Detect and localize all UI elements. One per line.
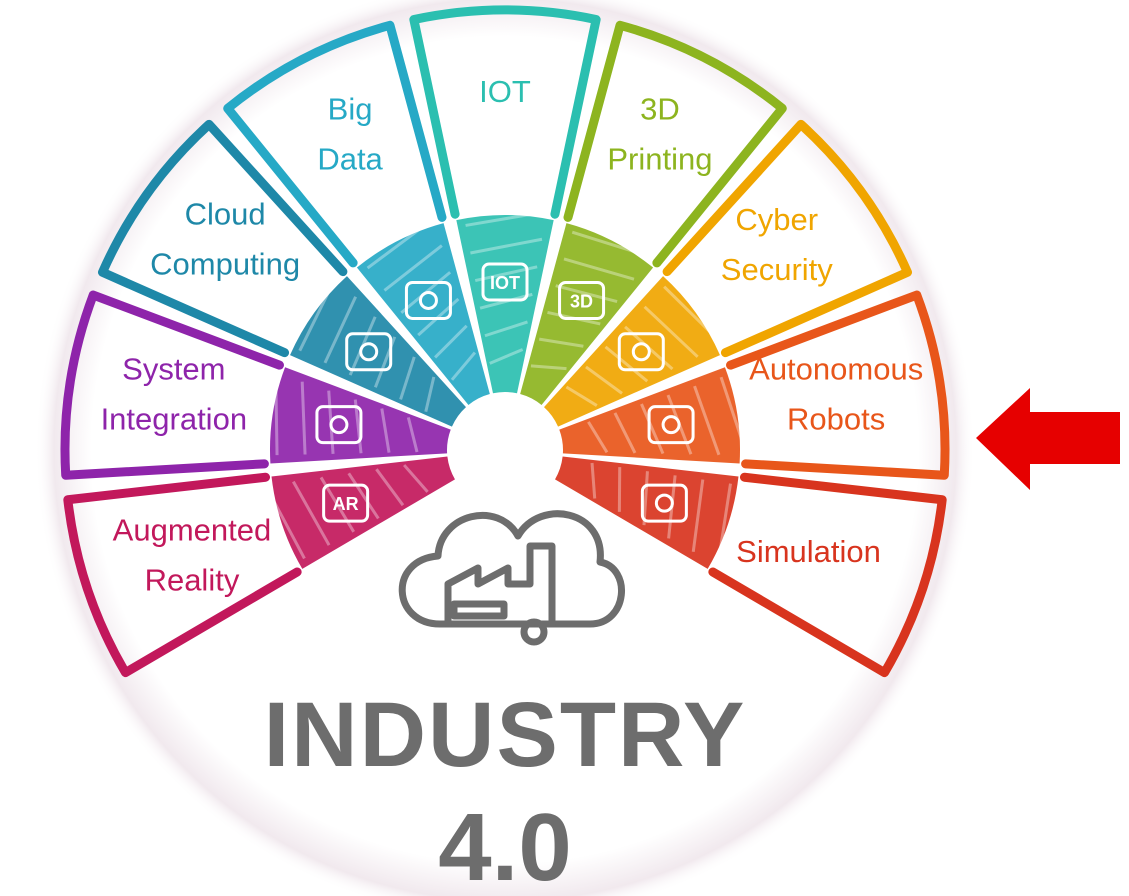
hatch-stripe bbox=[300, 381, 307, 455]
hatch-stripe bbox=[719, 376, 749, 456]
hatch-stripe bbox=[716, 483, 732, 566]
segment-frame bbox=[97, 119, 348, 358]
ar-glasses-icon: AR bbox=[322, 483, 370, 523]
hatch-stripe bbox=[406, 417, 419, 453]
robot-arm-icon bbox=[647, 405, 695, 445]
hatch-stripe bbox=[663, 285, 724, 346]
hatch-stripe bbox=[292, 480, 331, 546]
segment-frame bbox=[63, 472, 302, 678]
segment-label: Printing bbox=[607, 141, 712, 176]
hatch-stripe bbox=[640, 403, 665, 455]
segment-frame bbox=[409, 5, 601, 219]
hatch-stripe bbox=[274, 372, 279, 456]
segment-iot: IOT IOT bbox=[409, 5, 601, 394]
segment-wedge bbox=[356, 223, 490, 405]
hatch-stripe bbox=[399, 356, 416, 400]
hatch-stripe bbox=[590, 462, 597, 499]
hatch-stripe bbox=[353, 399, 363, 454]
hatch-stripe bbox=[434, 324, 468, 359]
segment-label: Computing bbox=[150, 246, 300, 281]
factory-cloud-icon bbox=[398, 510, 625, 646]
hatch-stripe bbox=[563, 257, 635, 281]
hatch-stripe bbox=[424, 376, 436, 413]
segment-label: Robots bbox=[787, 402, 885, 437]
segment-label: System bbox=[122, 352, 225, 387]
hatch-stripe bbox=[613, 412, 637, 454]
hatch-stripe bbox=[585, 365, 623, 395]
padlock-icon bbox=[617, 332, 665, 372]
hatch-stripe bbox=[538, 337, 584, 348]
hatch-stripe bbox=[555, 284, 618, 304]
segment-wedge bbox=[555, 456, 739, 569]
segment-label: 3D bbox=[640, 91, 680, 126]
hatch-stripe bbox=[604, 345, 649, 383]
hatch-stripe bbox=[366, 217, 435, 270]
hatch-stripe bbox=[450, 351, 477, 381]
hatch-stripe bbox=[693, 385, 721, 456]
hatch-stripe bbox=[380, 408, 391, 453]
diagram-version: 4.0 bbox=[438, 794, 571, 896]
segment-label: Cyber bbox=[735, 202, 818, 237]
3d-printer-icon: 3D bbox=[558, 280, 606, 320]
segment-label: Cloud bbox=[185, 196, 266, 231]
icon-text: 3D bbox=[570, 291, 593, 311]
segment-frame bbox=[223, 20, 447, 268]
hatch-stripe bbox=[484, 320, 528, 338]
icon-text: IOT bbox=[490, 273, 520, 293]
segment-label: Integration bbox=[101, 402, 248, 437]
segment-label: Data bbox=[317, 141, 383, 176]
hatch-stripe bbox=[465, 210, 548, 227]
segment-wedge bbox=[520, 223, 654, 405]
center-hub bbox=[451, 396, 559, 504]
database-sync-icon bbox=[315, 405, 363, 445]
segment-frame bbox=[662, 119, 913, 358]
hatch-stripe bbox=[530, 364, 567, 371]
icon-text: AR bbox=[333, 494, 359, 514]
segment-label: Reality bbox=[145, 562, 240, 597]
segment-frame bbox=[60, 290, 284, 480]
segment-wedge bbox=[456, 215, 554, 394]
segment-3d-printing: 3D 3D Printing bbox=[520, 20, 787, 405]
segment-frame bbox=[708, 472, 947, 678]
data-analytics-icon bbox=[404, 280, 452, 320]
hatch-stripe bbox=[298, 276, 338, 352]
cloud-upload-icon bbox=[345, 332, 393, 372]
hatch-stripe bbox=[489, 348, 524, 365]
hatch-stripe bbox=[565, 385, 598, 407]
segment-frame bbox=[726, 290, 950, 480]
hatch-stripe bbox=[402, 464, 429, 493]
segment-frame bbox=[563, 20, 787, 268]
segment-wedge bbox=[271, 456, 455, 569]
hatch-stripe bbox=[375, 468, 405, 507]
segment-simulation: Simulation bbox=[555, 456, 947, 678]
hatch-stripe bbox=[587, 421, 609, 454]
iot-chip-icon: IOT bbox=[481, 262, 529, 302]
hatch-stripe bbox=[642, 471, 649, 526]
segment-label: Big bbox=[328, 91, 373, 126]
hatch-stripe bbox=[643, 305, 699, 358]
simulation-play-icon bbox=[640, 483, 688, 523]
hatch-stripe bbox=[691, 479, 705, 552]
hatch-stripe bbox=[383, 244, 443, 292]
segment-label: Augmented bbox=[113, 512, 272, 547]
diagram-title: INDUSTRY bbox=[264, 684, 747, 786]
hatch-stripe bbox=[470, 237, 543, 255]
hatch-stripe bbox=[571, 230, 652, 259]
segment-group: ARAugmentedRealitySystemIntegrationCloud… bbox=[60, 5, 950, 678]
segment-label: Security bbox=[721, 252, 833, 287]
segment-label: IOT bbox=[479, 74, 531, 109]
segment-label: Autonomous bbox=[749, 352, 923, 387]
hatch-stripe bbox=[264, 485, 306, 560]
left-arrow-icon bbox=[976, 388, 1120, 490]
hatch-stripe bbox=[347, 472, 380, 520]
hatch-stripe bbox=[323, 296, 357, 364]
segment-label: Simulation bbox=[736, 534, 881, 569]
